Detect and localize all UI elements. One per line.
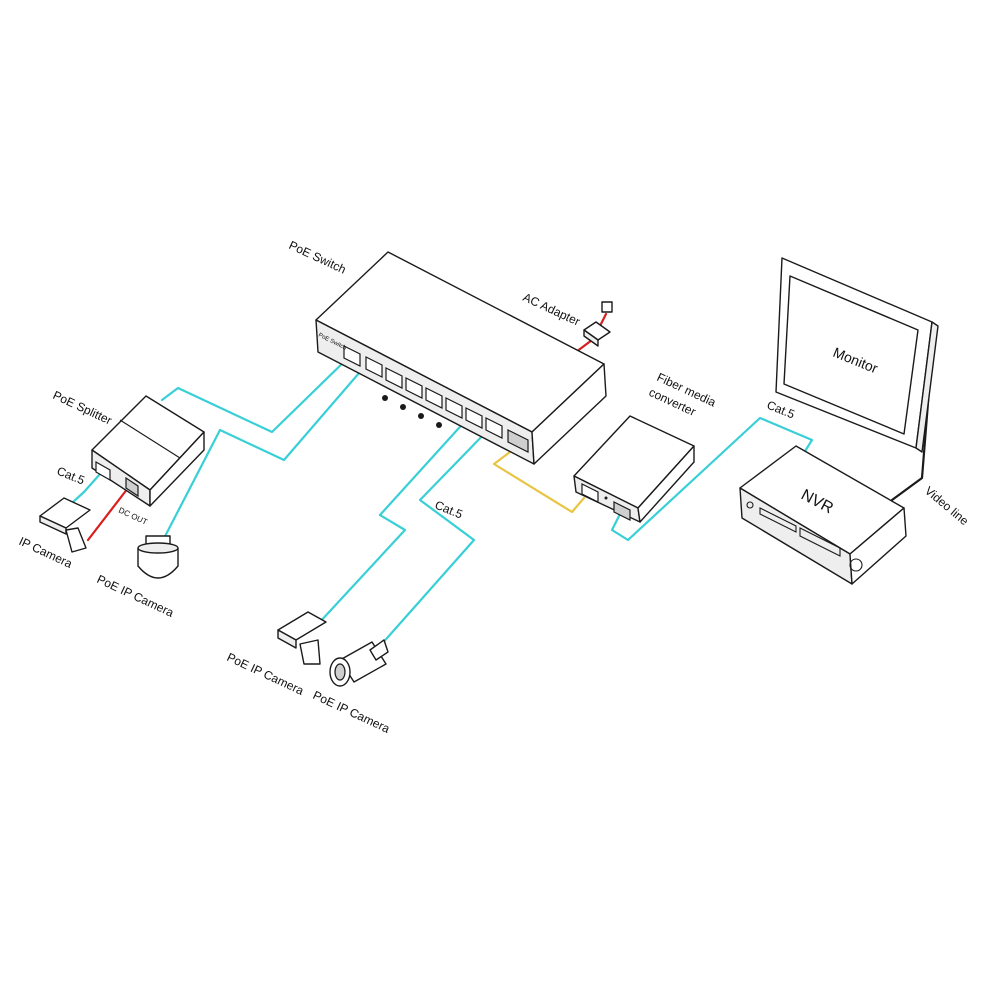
ip-camera-label: IP Camera	[17, 534, 75, 571]
poe-switch: PoE Switch	[315, 251, 607, 465]
fiber-cable	[492, 450, 586, 514]
ac-power-cable	[574, 338, 594, 354]
poe-box-camera	[277, 611, 327, 665]
poe-bullet-camera-label: PoE IP Camera	[311, 688, 393, 736]
dc-power-cable	[86, 486, 130, 542]
nvr-recorder	[739, 445, 907, 585]
cat5-cable-nvr	[610, 416, 814, 542]
converter-ethernet-port[interactable]	[613, 501, 631, 521]
switch-port-4[interactable]	[405, 377, 423, 399]
cat5-splitter-label: Cat.5	[55, 464, 87, 488]
ac-plug-icon	[601, 301, 613, 313]
switch-ports	[343, 345, 529, 453]
cat5-cable-bullet-camera	[378, 426, 492, 648]
converter-fiber-port[interactable]	[581, 483, 599, 503]
switch-port-2[interactable]	[365, 356, 383, 378]
ip-camera	[39, 497, 91, 553]
splitter-dc-port[interactable]	[125, 476, 139, 498]
cat5-nvr-label: Cat.5	[765, 398, 797, 422]
switch-port-1[interactable]	[343, 345, 361, 367]
converter-led	[604, 496, 608, 500]
cat5-middle-label: Cat.5	[433, 498, 465, 522]
ac-adapter-label: AC Adapter	[521, 290, 583, 329]
cat5-cable-splitter	[160, 354, 352, 434]
dc-out-label: DC OUT	[117, 506, 149, 527]
splitter-ethernet-port[interactable]	[95, 460, 111, 482]
ac-adapter	[583, 301, 613, 347]
switch-sfp-port[interactable]	[507, 429, 529, 453]
nvr-power-button[interactable]	[849, 558, 863, 572]
led-dot-3	[418, 413, 424, 419]
switch-port-8[interactable]	[485, 417, 503, 439]
switch-port-7[interactable]	[465, 407, 483, 429]
led-dot-4	[436, 422, 442, 428]
fiber-media-converter	[573, 415, 695, 523]
cat5-cable-box-camera	[316, 416, 470, 626]
poe-dome-camera	[137, 535, 179, 579]
switch-port-5[interactable]	[425, 387, 443, 409]
led-dot-2	[400, 404, 406, 410]
video-line-label: Video line	[922, 484, 971, 529]
switch-port-3[interactable]	[385, 367, 403, 389]
monitor	[775, 257, 939, 453]
cat5-cable-dome-camera	[158, 356, 374, 548]
poe-splitter-label: PoE Splitter	[51, 388, 114, 427]
poe-dome-camera-label: PoE IP Camera	[95, 572, 177, 620]
poe-box-camera-label: PoE IP Camera	[225, 650, 307, 698]
poe-switch-label: PoE Switch	[287, 238, 349, 277]
switch-port-6[interactable]	[445, 397, 463, 419]
nvr-indicator	[746, 501, 754, 509]
poe-splitter	[91, 395, 205, 507]
led-dot-1	[382, 395, 388, 401]
poe-bullet-camera	[329, 639, 389, 687]
